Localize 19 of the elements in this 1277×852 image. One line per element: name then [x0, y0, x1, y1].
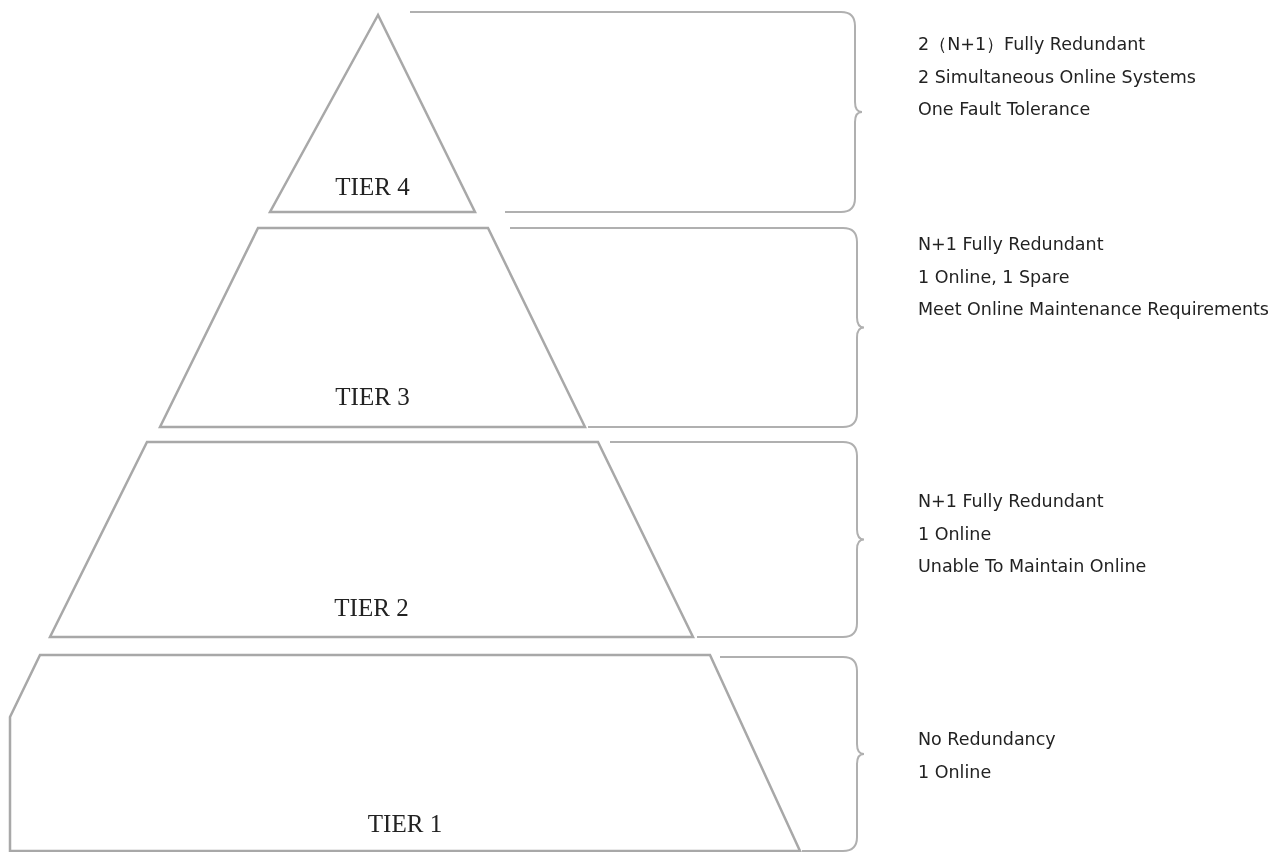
- description-text: 2 Simultaneous Online Systems: [918, 65, 1196, 89]
- description-text: Unable To Maintain Online: [918, 555, 1147, 578]
- tier-label: TIER 4: [335, 173, 410, 201]
- description-text: 1 Online, 1 Spare: [918, 265, 1071, 289]
- description-text: 2（N+1）Fully Redundant: [918, 33, 1147, 56]
- description-text: N+1 Fully Redundant: [918, 233, 1105, 256]
- tier-label: TIER 1: [367, 810, 443, 838]
- description-text: 1 Online: [918, 522, 993, 546]
- description-text: One Fault Tolerance: [918, 98, 1092, 121]
- description-text: Meet Online Maintenance Requirements: [918, 298, 1269, 321]
- description-text: 1 Online: [918, 760, 993, 784]
- tier-label: TIER 2: [334, 594, 409, 622]
- trapezoid-tier: [160, 228, 585, 427]
- description-text: N+1 Fully Redundant: [918, 490, 1105, 513]
- triangle-tier: [270, 15, 475, 212]
- tier-label: TIER 3: [335, 383, 410, 411]
- description-text: No Redundancy: [918, 728, 1056, 751]
- trapezoid-tier: [10, 655, 800, 851]
- trapezoid-tier: [50, 442, 693, 637]
